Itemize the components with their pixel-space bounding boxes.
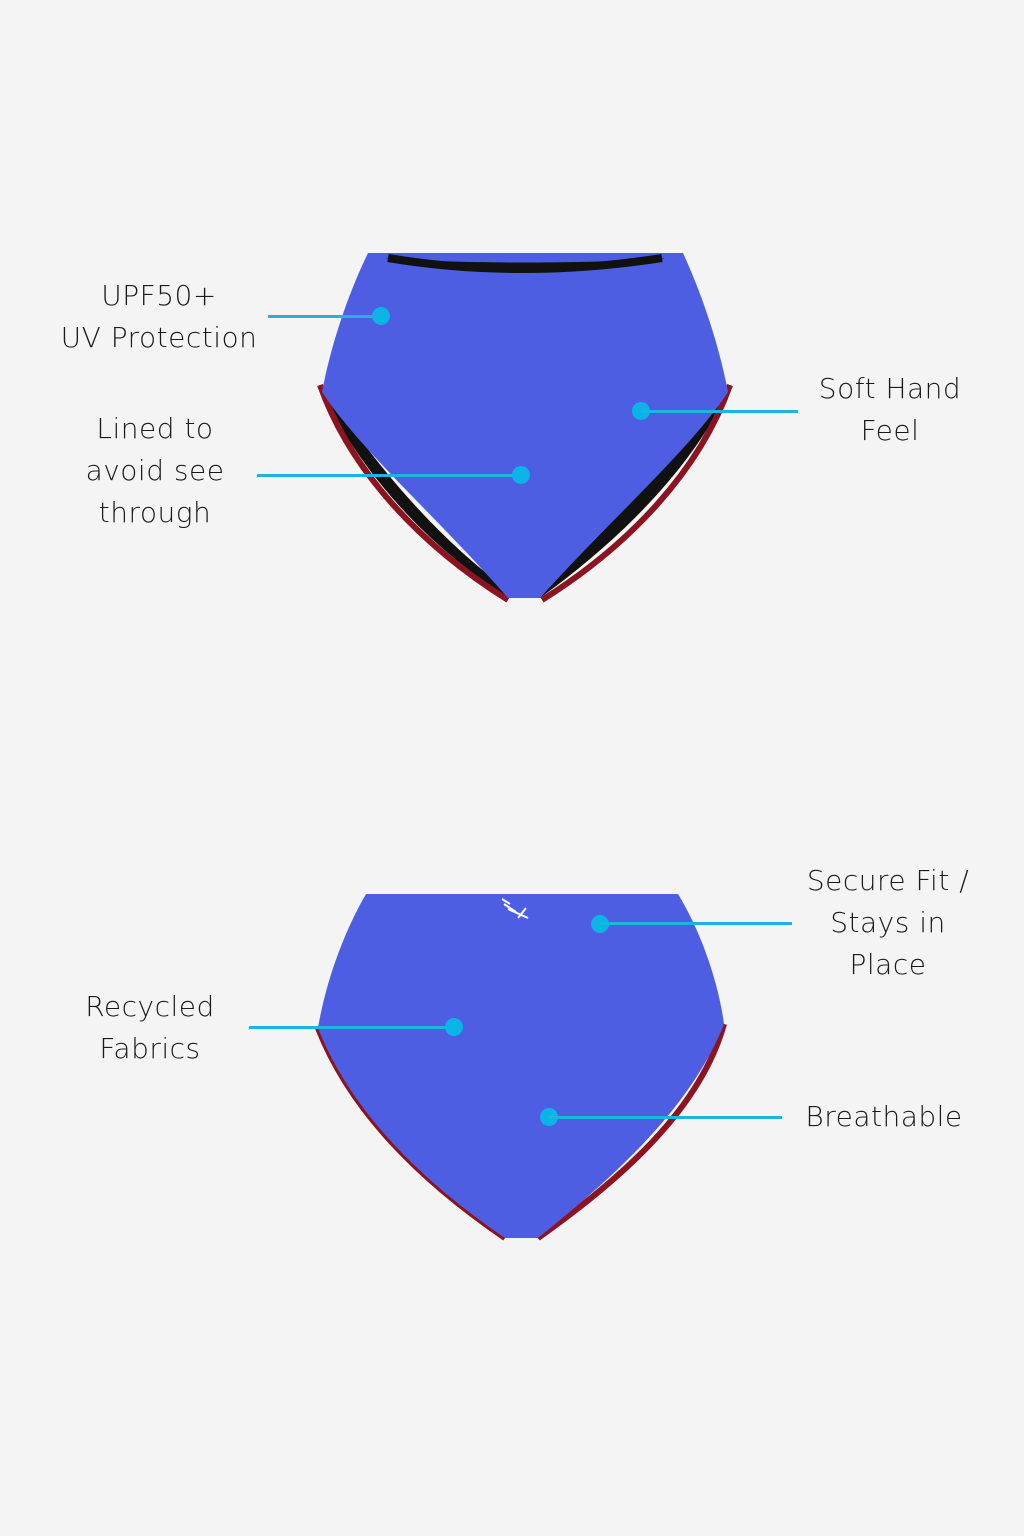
callout-line <box>268 315 380 318</box>
callout-label: Recycled Fabrics <box>85 990 215 1065</box>
callout-dot-icon <box>512 466 530 484</box>
callout-line <box>257 474 521 477</box>
callout-label: Soft Hand Feel <box>818 372 962 447</box>
callout-line <box>600 922 792 925</box>
callout-label: Breathable <box>805 1100 963 1133</box>
callout-dot-icon <box>372 307 390 325</box>
callout-dot-icon <box>445 1018 463 1036</box>
callout-line <box>641 410 798 413</box>
callout-line <box>549 1116 782 1119</box>
callout-label: UPF50+ UV Protection <box>60 279 258 354</box>
callout-label: Lined to avoid see through <box>85 412 225 529</box>
callout-label: Secure Fit / Stays in Place <box>806 864 970 981</box>
brand-logo-icon <box>501 898 529 919</box>
callout-line <box>249 1026 454 1029</box>
